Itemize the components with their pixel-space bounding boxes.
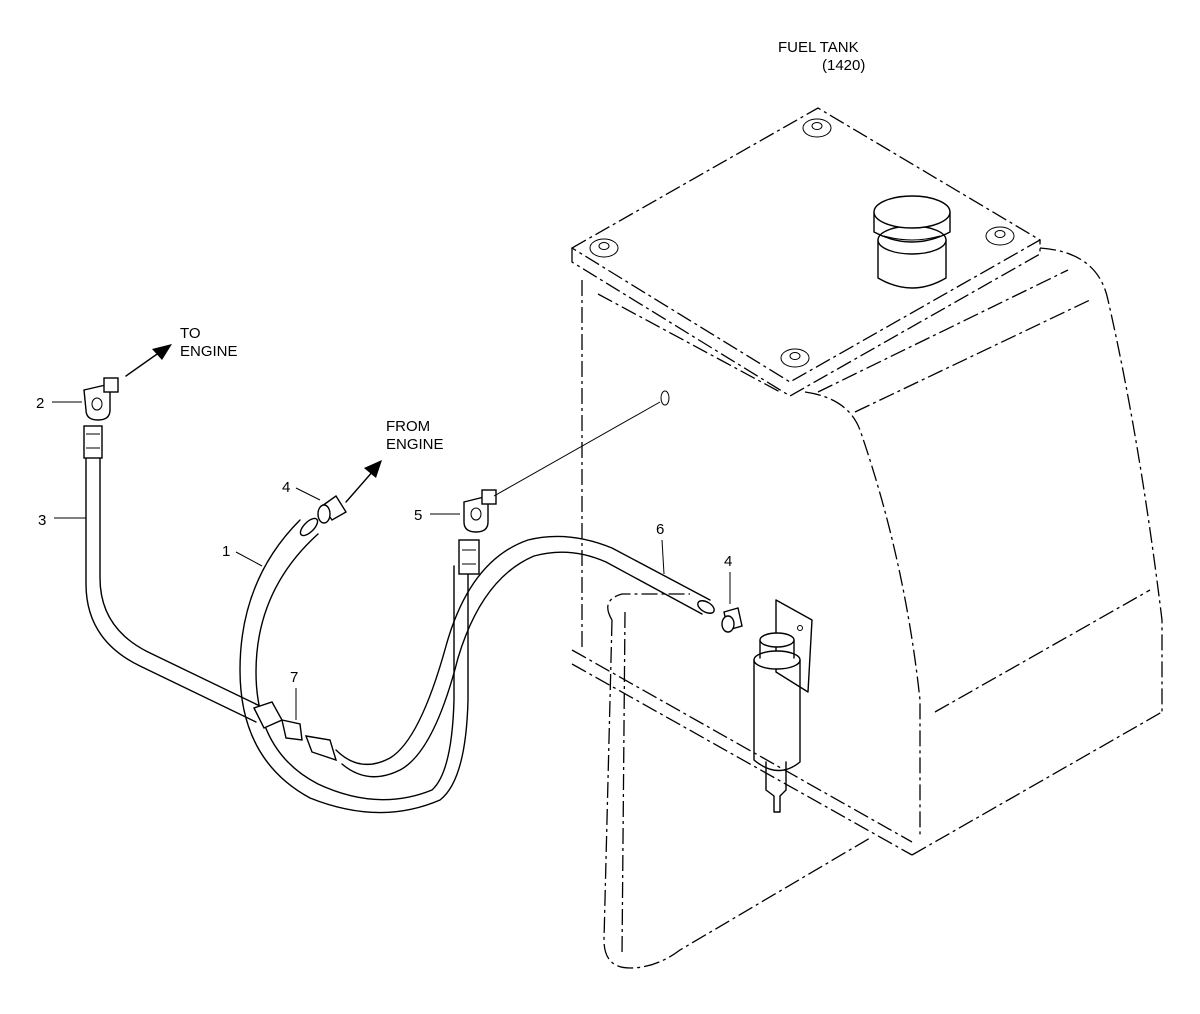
- to-engine-label: TO ENGINE: [180, 325, 238, 360]
- svg-text:5: 5: [414, 507, 422, 524]
- fuel-tank: [570, 107, 1163, 969]
- hose-6: [335, 535, 715, 778]
- svg-text:7: 7: [290, 669, 298, 686]
- callout-3: 3: [38, 512, 86, 529]
- svg-text:ENGINE: ENGINE: [180, 343, 238, 360]
- svg-text:TO: TO: [180, 325, 201, 342]
- callout-4a: 4: [282, 479, 321, 501]
- bolt-1-icon: [589, 238, 619, 258]
- hose-3: [83, 425, 265, 723]
- callout-6: 6: [656, 521, 665, 575]
- svg-text:1: 1: [222, 543, 230, 560]
- from-engine-label: FROM ENGINE: [386, 418, 444, 453]
- svg-text:3: 3: [38, 512, 46, 529]
- fuel-tank-title: FUEL TANK (1420): [778, 39, 865, 74]
- from-engine-arrow: [345, 460, 382, 503]
- elbow-fitting-5-icon: [463, 489, 497, 533]
- callout-2: 2: [36, 395, 82, 412]
- title-line-2: (1420): [822, 57, 865, 74]
- title-line-1: FUEL TANK: [778, 39, 859, 56]
- hose-clamp-4b-icon: [721, 607, 743, 633]
- to-engine-arrow: [125, 344, 172, 377]
- fuel-filter: [753, 599, 813, 813]
- bolt-4-icon: [780, 348, 810, 368]
- svg-text:FROM: FROM: [386, 418, 430, 435]
- hose-1: [239, 517, 480, 814]
- bolt-2-icon: [802, 118, 832, 138]
- outlet-port-icon: [660, 390, 670, 406]
- svg-text:4: 4: [282, 479, 290, 496]
- filler-cap-icon: [873, 195, 951, 289]
- svg-text:2: 2: [36, 395, 44, 412]
- svg-text:6: 6: [656, 521, 664, 538]
- outlet-leader-line: [493, 401, 661, 497]
- svg-text:4: 4: [724, 553, 732, 570]
- bolt-3-icon: [985, 226, 1015, 246]
- callout-5: 5: [414, 507, 460, 524]
- elbow-fitting-2-icon: [83, 377, 119, 421]
- hose-clamp-4a-icon: [317, 494, 347, 524]
- callout-4b: 4: [724, 553, 732, 604]
- callout-1: 1: [222, 543, 263, 567]
- svg-text:ENGINE: ENGINE: [386, 436, 444, 453]
- coupling-7-icon: [253, 701, 338, 762]
- callout-7: 7: [290, 669, 298, 720]
